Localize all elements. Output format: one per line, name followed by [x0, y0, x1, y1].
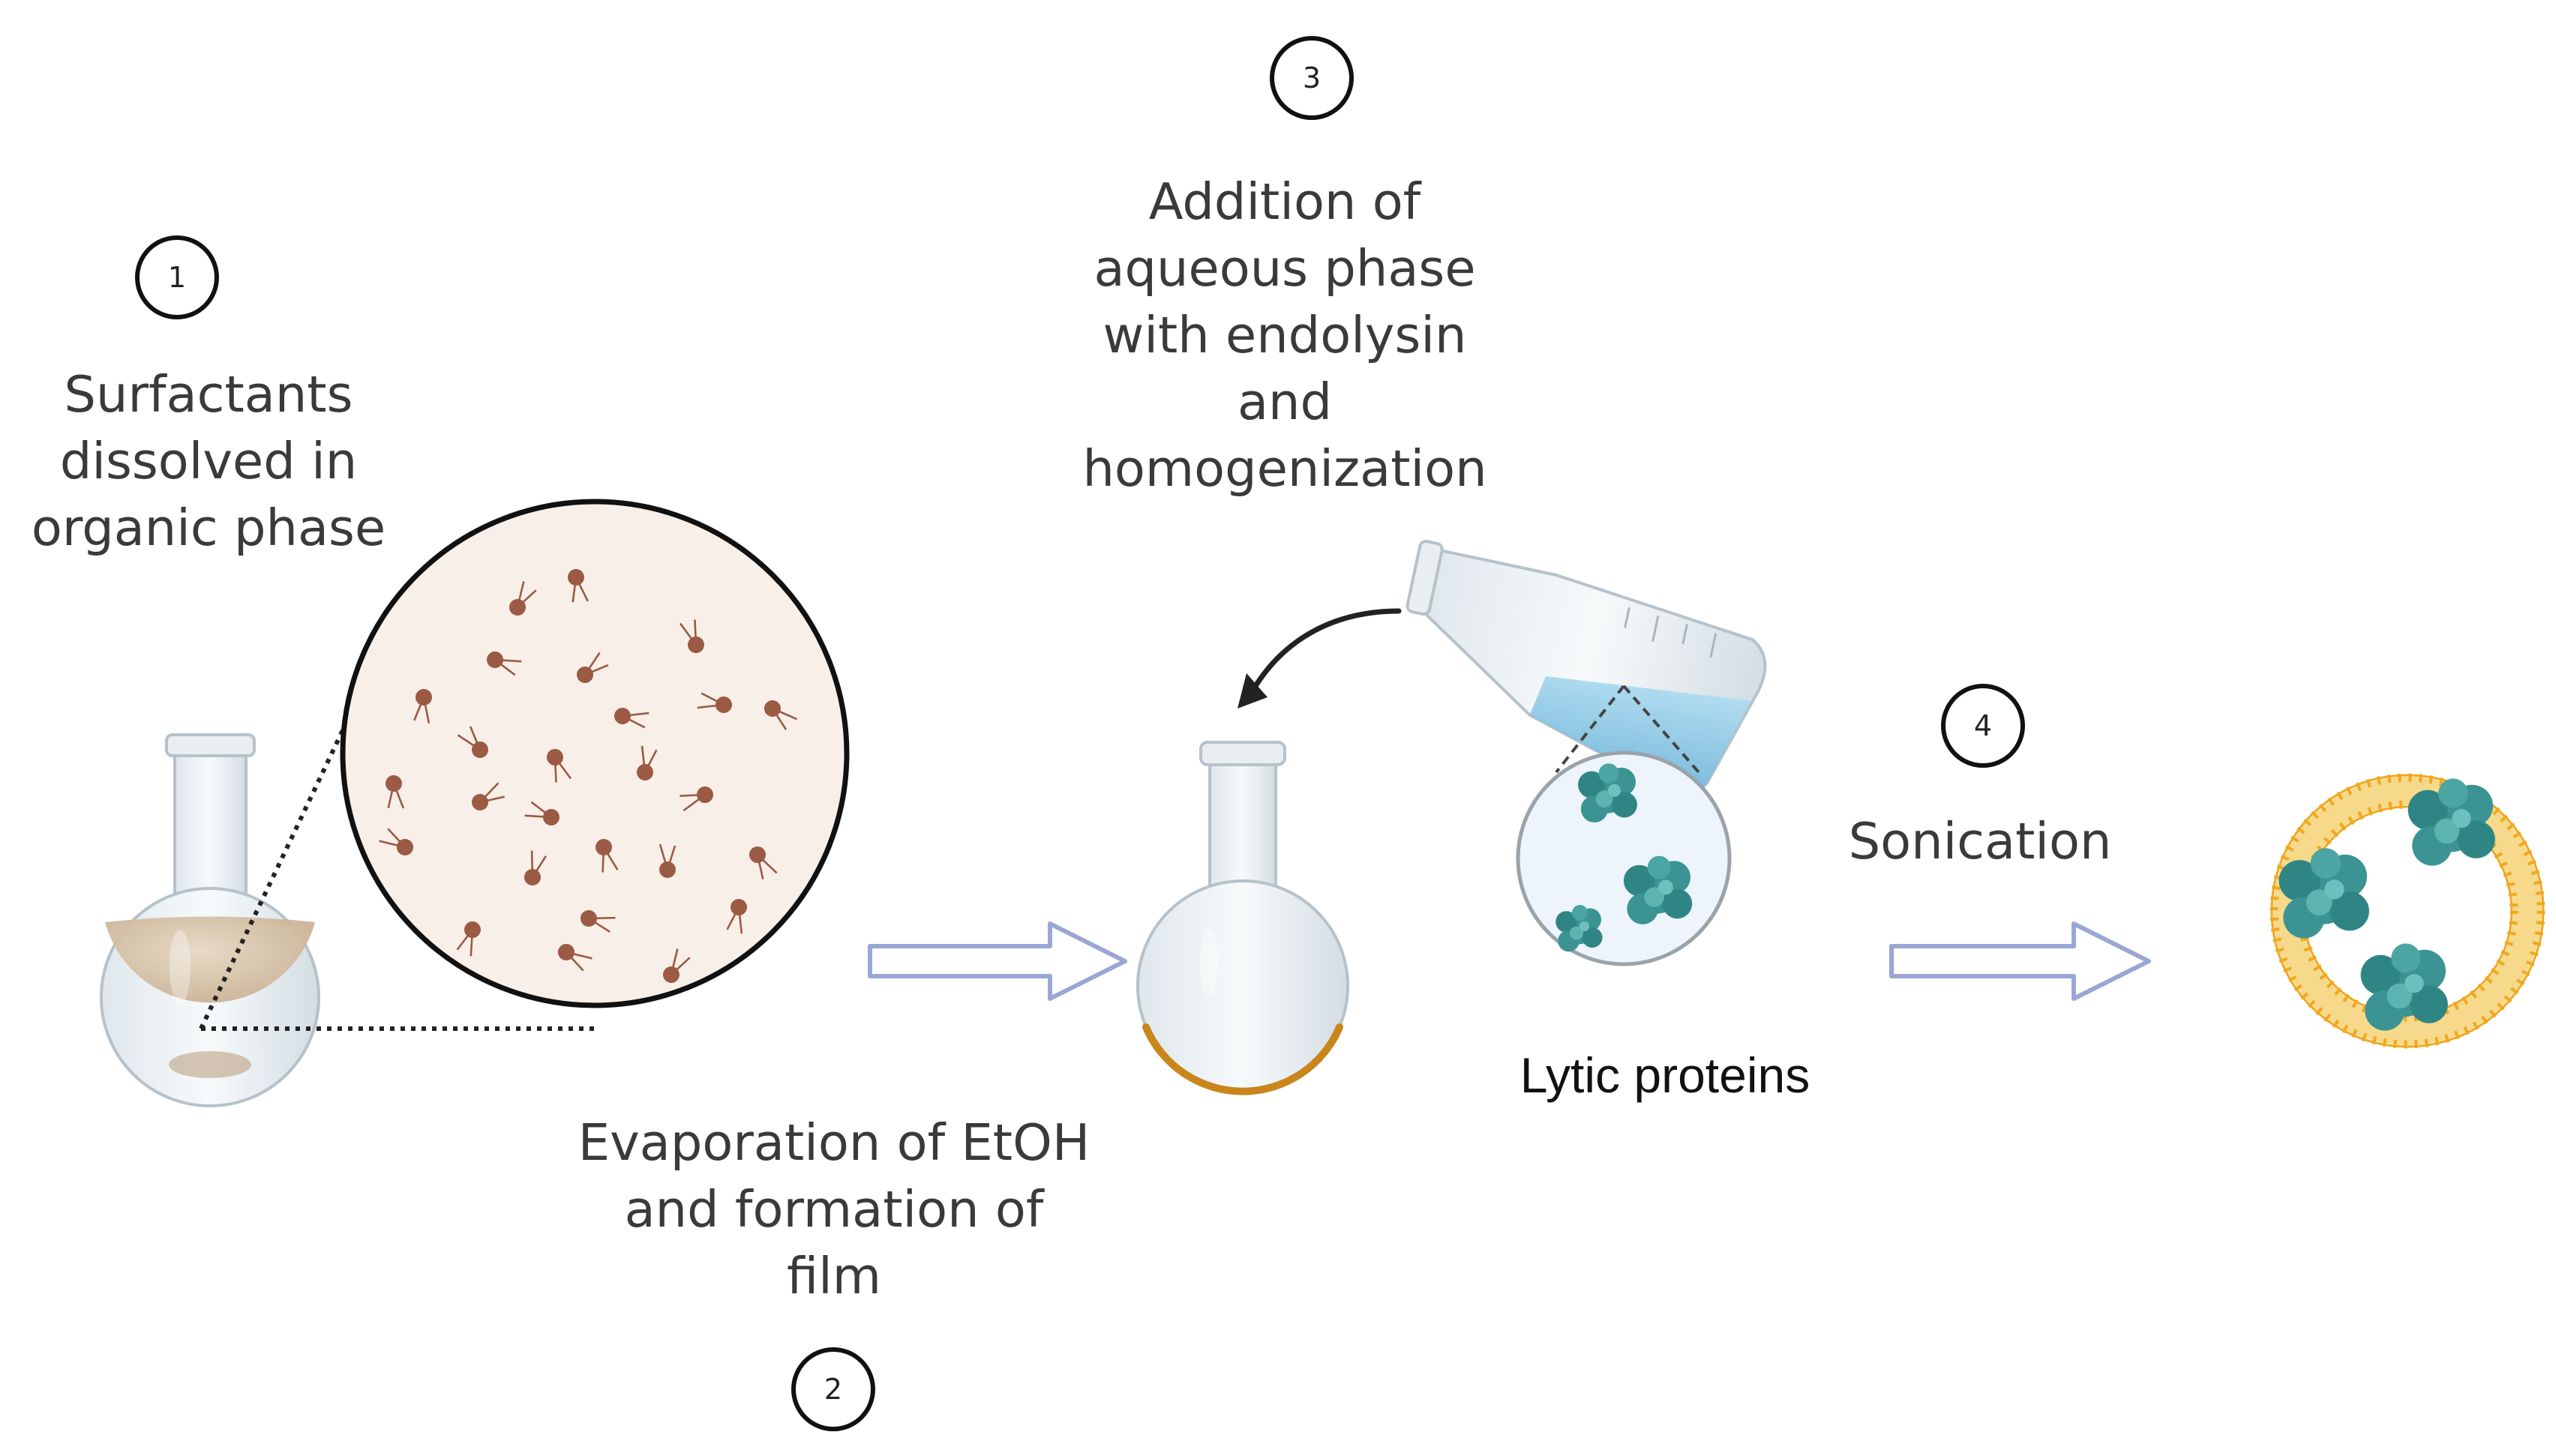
- step-4-label: Sonication: [1848, 812, 2112, 870]
- surfactant-zoom-circle: [340, 499, 850, 1008]
- step-4-badge: 4: [1941, 684, 2025, 768]
- zoom-connector-lines: [199, 715, 600, 1031]
- step-3-badge: 3: [1270, 36, 1354, 120]
- protein-zoom-circle: [1516, 750, 1732, 966]
- erlenmeyer-flask-pouring: [1406, 539, 1767, 795]
- step-1-label: Surfactants dissolved in organic phase: [31, 365, 386, 557]
- lytic-proteins-label: Lytic proteins: [1520, 1047, 1810, 1103]
- process-arrow: [868, 921, 1127, 1001]
- round-bottom-flask-film: [1136, 741, 1349, 1095]
- step-2-label: Evaporation of EtOH and formation of fil…: [578, 1113, 1090, 1305]
- process-arrow: [1889, 921, 2151, 1001]
- step-3-label: Addition of aqueous phase with endolysin…: [1082, 172, 1487, 498]
- step-1-badge: 1: [135, 235, 219, 319]
- protein-zoom-connector: [1555, 685, 1700, 774]
- curved-pour-arrow: [1238, 608, 1402, 709]
- round-bottom-flask-organic: [100, 733, 320, 1107]
- step-2-badge: 2: [791, 1347, 875, 1431]
- liposome-with-proteins: [2270, 773, 2546, 1049]
